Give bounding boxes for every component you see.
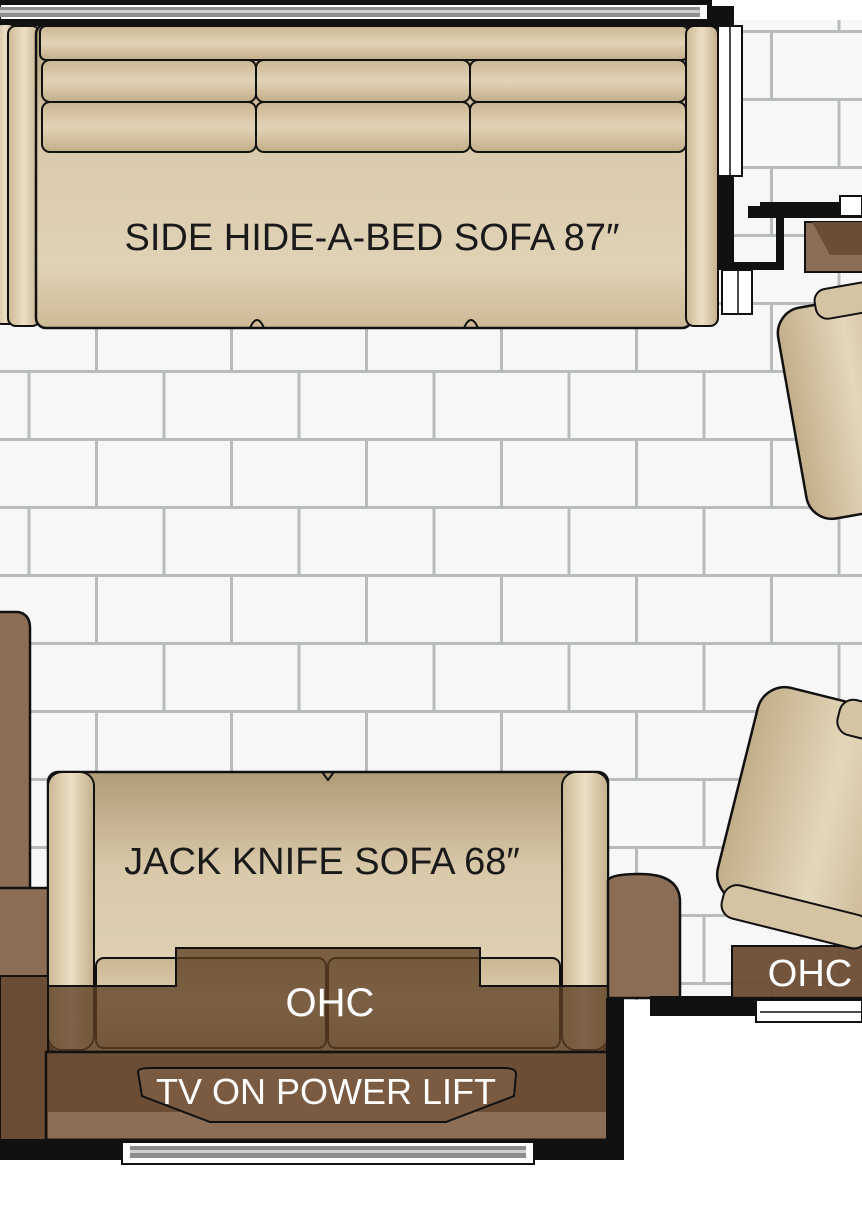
ohc-right-label: OHC (768, 953, 852, 995)
bottom-wall (0, 996, 862, 1165)
top-window (0, 0, 734, 28)
tv-cabinet: TV ON POWER LIFT (0, 975, 610, 1142)
ohc-right: OHC (731, 945, 862, 999)
end-table-cabinet (804, 221, 862, 273)
tv-lift-label: TV ON POWER LIFT (156, 1071, 496, 1112)
side-sofa-label: SIDE HIDE-A-BED SOFA 87″ (125, 217, 620, 259)
jack-sofa-label: JACK KNIFE SOFA 68″ (124, 841, 520, 883)
side-ottoman (606, 872, 682, 1000)
right-wall-top (717, 25, 862, 315)
side-hide-a-bed-sofa: SIDE HIDE-A-BED SOFA 87″ (0, 22, 719, 330)
ohc-left-label: OHC (286, 981, 375, 1025)
recliner-upper-right (776, 281, 862, 521)
recliner-lower-right (715, 685, 862, 950)
